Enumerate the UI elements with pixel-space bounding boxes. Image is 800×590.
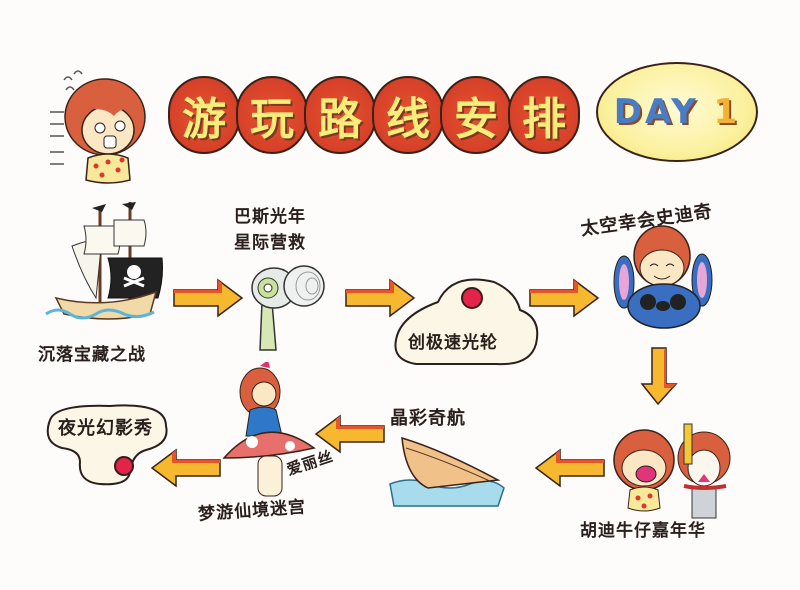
arrow-left-icon bbox=[314, 414, 386, 454]
alice-mushroom-icon bbox=[220, 360, 340, 502]
stitch-character-icon bbox=[610, 222, 720, 334]
arrow-left-icon bbox=[150, 448, 222, 488]
stop-label-line1: 巴斯光年 bbox=[234, 207, 306, 227]
cowboy-characters-icon bbox=[600, 420, 750, 524]
stop-label: 晶彩奇航 bbox=[390, 408, 466, 429]
stop-label-line2: 星际营救 bbox=[234, 233, 306, 253]
stop-label: 沉落宝藏之战 bbox=[38, 345, 146, 365]
pirate-ship-icon bbox=[42, 202, 172, 332]
title-char: 玩 bbox=[236, 76, 308, 154]
stop-label: 梦游仙境迷宫 bbox=[197, 497, 307, 525]
arrow-down-icon bbox=[640, 346, 680, 406]
title-char: 安 bbox=[440, 76, 512, 154]
arrow-right-icon bbox=[172, 278, 244, 318]
day-word: DAY bbox=[613, 92, 699, 132]
red-dot-cloud-icon bbox=[392, 272, 542, 368]
page-title: 游 玩 路 线 安 排 bbox=[168, 74, 608, 156]
red-dot-cloud-icon bbox=[40, 400, 176, 490]
arrow-left-icon bbox=[534, 448, 606, 488]
stop-label: 夜光幻影秀 bbox=[58, 418, 153, 439]
title-char: 游 bbox=[168, 76, 240, 154]
title-char: 排 bbox=[508, 76, 580, 154]
arrow-right-icon bbox=[344, 278, 416, 318]
day-number: 1 bbox=[713, 92, 741, 132]
space-blaster-icon bbox=[248, 262, 328, 354]
title-char: 路 bbox=[304, 76, 376, 154]
day-badge: DAY 1 bbox=[596, 62, 758, 162]
stop-label: 胡迪牛仔嘉年华 bbox=[580, 521, 706, 541]
arrow-right-icon bbox=[528, 278, 600, 318]
stop-label: 创极速光轮 bbox=[408, 333, 498, 353]
stop-label: 巴斯光年 星际营救 bbox=[234, 204, 306, 256]
running-girl-illustration bbox=[50, 62, 150, 192]
boat-icon bbox=[380, 434, 510, 510]
title-char: 线 bbox=[372, 76, 444, 154]
